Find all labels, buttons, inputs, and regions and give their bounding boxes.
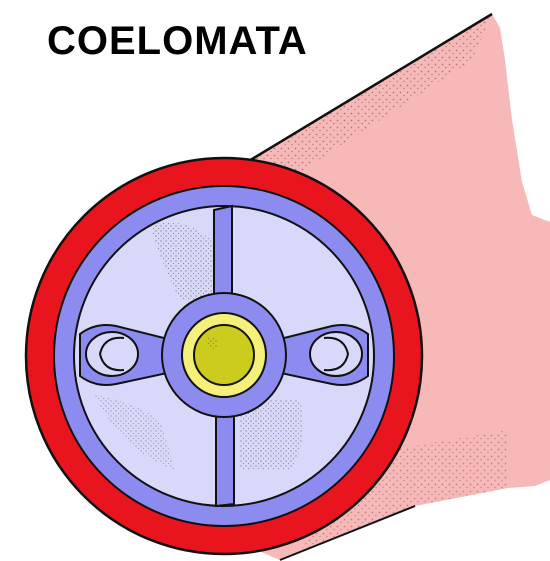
dorsal-mesentery	[214, 206, 232, 298]
gut-lumen-speckle	[206, 337, 218, 349]
ventral-mesentery	[216, 412, 234, 506]
right-lateral-organ	[310, 332, 362, 376]
left-lateral-organ	[86, 332, 138, 376]
gut-lumen	[194, 325, 254, 385]
